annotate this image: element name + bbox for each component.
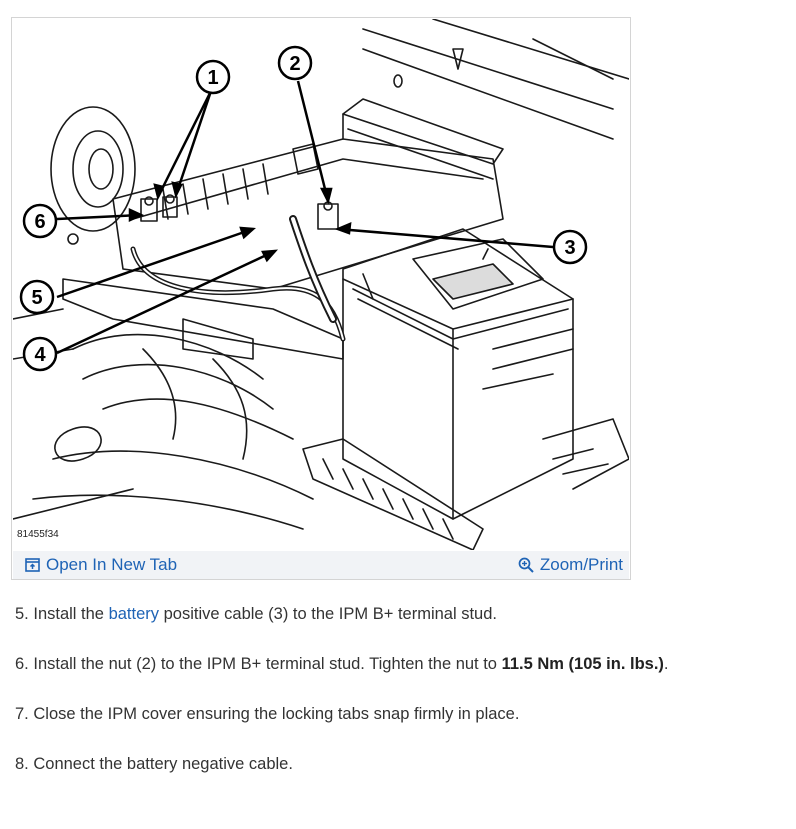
diagram-drawing: 1 2 3 4 5 6 [13, 19, 629, 550]
battery-link[interactable]: battery [108, 605, 160, 623]
step-number: 6. [15, 655, 29, 673]
diagram-figure: 1 2 3 4 5 6 81455f34 Open In New Tab [11, 17, 631, 580]
torque-spec: 11.5 Nm (105 in. lbs.) [501, 655, 664, 673]
callout-2: 2 [289, 53, 300, 75]
magnify-icon [518, 557, 534, 573]
figure-toolbar: Open In New Tab Zoom/Print [13, 551, 629, 579]
step-8: 8. Connect the battery negative cable. [15, 754, 775, 774]
battery-cable-diagram[interactable]: 1 2 3 4 5 6 81455f34 [13, 19, 629, 550]
step-6: 6. Install the nut (2) to the IPM B+ ter… [15, 654, 775, 674]
step-number: 7. [15, 705, 29, 723]
step-text: Install the nut (2) to the IPM B+ termin… [33, 655, 497, 673]
open-in-new-tab-label: Open In New Tab [46, 555, 178, 574]
step-text: Connect the battery negative cable. [33, 755, 293, 773]
step-7: 7. Close the IPM cover ensuring the lock… [15, 704, 775, 724]
callout-4: 4 [34, 344, 46, 366]
callout-3: 3 [564, 237, 575, 259]
step-text: Close the IPM cover ensuring the locking… [33, 705, 520, 723]
callout-6: 6 [34, 211, 45, 233]
step-text: . [663, 655, 669, 673]
callout-1: 1 [207, 67, 218, 89]
step-5: 5. Install the battery positive cable (3… [15, 604, 775, 624]
instruction-steps: 5. Install the battery positive cable (3… [15, 604, 775, 804]
step-number: 5. [15, 605, 29, 623]
callout-5: 5 [31, 287, 42, 309]
step-number: 8. [15, 755, 29, 773]
open-new-tab-icon [25, 558, 40, 572]
step-text: Install the [33, 605, 104, 623]
open-in-new-tab-button[interactable]: Open In New Tab [25, 555, 177, 575]
figure-id-label: 81455f34 [17, 529, 59, 540]
step-text: positive cable (3) to the IPM B+ termina… [163, 605, 497, 623]
zoom-print-label: Zoom/Print [539, 555, 623, 574]
zoom-print-button[interactable]: Zoom/Print [518, 555, 623, 575]
